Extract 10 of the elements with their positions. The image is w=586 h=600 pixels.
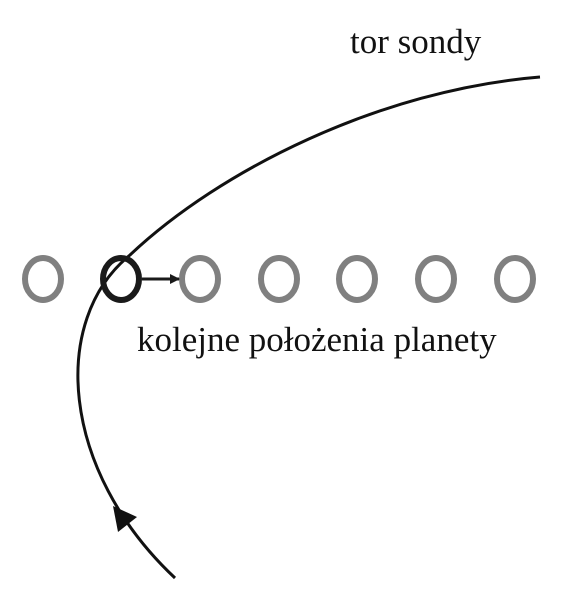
planet-circle — [100, 255, 142, 303]
planet-circle — [258, 255, 300, 303]
planet-circle — [336, 255, 378, 303]
planet-circle — [22, 255, 64, 303]
planet-circle — [415, 255, 457, 303]
arrow — [142, 274, 180, 284]
trajectory-label: tor sondy — [350, 24, 482, 59]
planet-circle — [494, 255, 536, 303]
planet-positions-label: kolejne położenia planety — [137, 322, 497, 357]
planet-circle — [179, 255, 221, 303]
